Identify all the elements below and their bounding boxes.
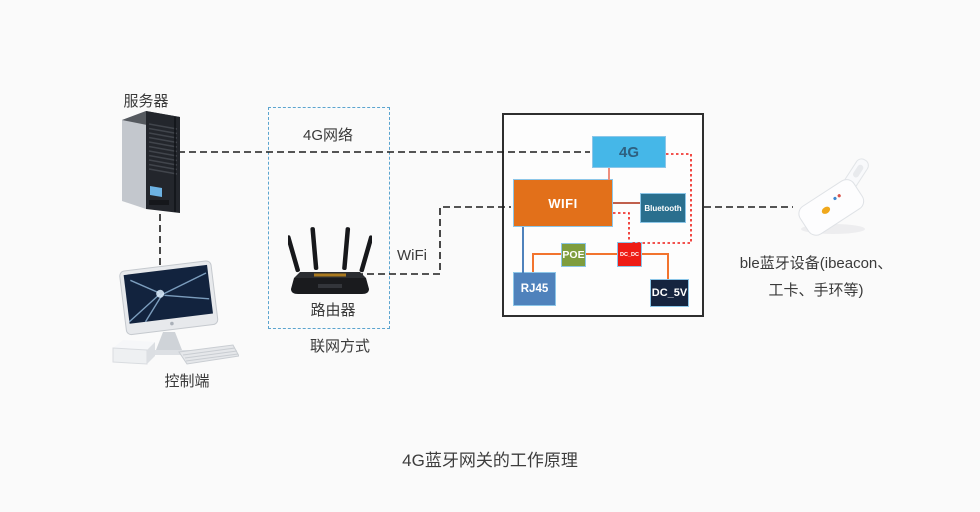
block-dc-5v: DC_5V (650, 279, 689, 307)
page-title: 4G蓝牙网关的工作原理 (402, 451, 578, 470)
block-rj45: RJ45 (513, 272, 556, 306)
wifi-link-label: WiFi (397, 247, 427, 264)
block-4g-label: 4G (618, 143, 639, 161)
server-tower-image (122, 111, 180, 213)
router-ports (318, 284, 342, 288)
server-vent (149, 200, 169, 205)
block-poe: POE (561, 243, 586, 267)
gateway-box: 4G WIFI Bluetooth POE DC_DC RJ45 DC_5V (502, 113, 704, 317)
server-side (122, 111, 146, 209)
external-box-top (113, 340, 155, 350)
ble-device-label-line2: 工卡、手环等) (768, 282, 864, 299)
block-4g: 4G (592, 136, 666, 168)
block-dc-dc-label: DC_DC (620, 251, 639, 258)
server-lcd (150, 186, 162, 197)
router-image (288, 227, 372, 294)
block-bluetooth-label: Bluetooth (644, 203, 682, 213)
ble-beacon-image (798, 158, 869, 236)
block-dc-dc: DC_DC (617, 242, 642, 267)
router-accent-strip (314, 273, 346, 277)
4g-network-label: 4G网络 (302, 127, 354, 144)
external-box-side (147, 342, 155, 364)
imac-screen (119, 260, 219, 336)
ble-device-label-line1: ble蓝牙设备(ibeacon、 (739, 255, 893, 272)
server-label: 服务器 (123, 93, 169, 110)
network-mode-label: 联网方式 (309, 338, 371, 355)
beacon-led-red (837, 194, 841, 198)
block-wifi-label: WIFI (548, 195, 578, 211)
imac-stand (156, 332, 182, 350)
router-label: 路由器 (310, 302, 356, 319)
router-antennas (288, 227, 372, 273)
block-poe-label: POE (562, 249, 585, 261)
beacon-logo-dot (821, 206, 831, 214)
block-wifi: WIFI (513, 179, 613, 227)
beacon-led-blue (833, 196, 837, 201)
control-terminal-label: 控制端 (164, 373, 210, 390)
block-bluetooth: Bluetooth (640, 193, 686, 223)
external-box-front (112, 347, 148, 365)
keyboard-rows (182, 347, 239, 362)
desktop-computer-image (112, 260, 239, 365)
block-dc-5v-label: DC_5V (651, 287, 688, 299)
server-grille (148, 123, 178, 175)
block-rj45-label: RJ45 (520, 283, 549, 295)
beacon-card (798, 179, 865, 236)
